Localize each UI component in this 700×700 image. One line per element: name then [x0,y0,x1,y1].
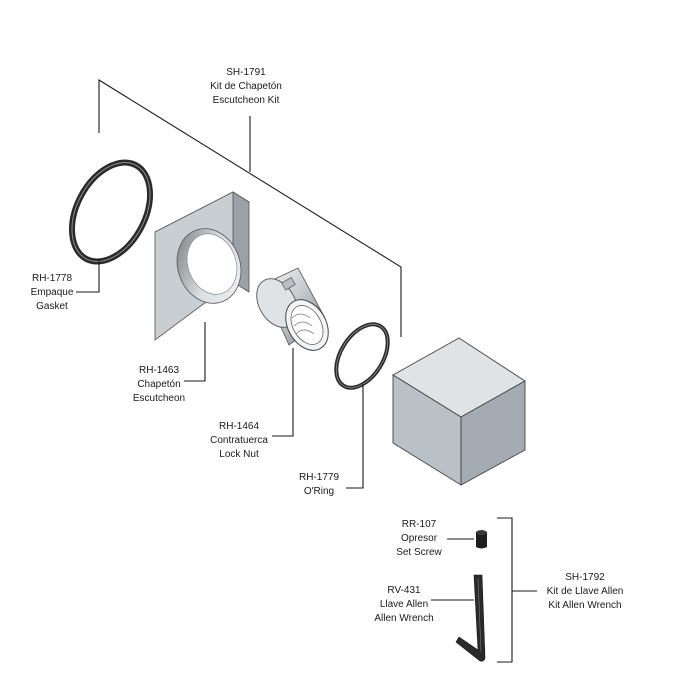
lock-nut-part [256,267,329,351]
label-line: Allen Wrench [374,613,433,624]
label-line: Escutcheon Kit [213,95,280,106]
escutcheon-kit-bracket [98,79,402,337]
label-rh-1778: RH-1778 Empaque Gasket [31,273,74,312]
label-line: Empaque [31,287,74,298]
label-sh-1792: SH-1792 Kit de Llave Allen Kit Allen Wre… [547,572,624,611]
label-line: RH-1463 [139,365,179,376]
o-ring-part [334,322,390,390]
gasket-leader [76,259,100,293]
label-line: Opresor [401,533,438,544]
o-ring-leader [346,384,364,489]
gasket-part [69,159,153,265]
allen-wrench-part [455,574,486,662]
label-line: RR-107 [402,519,437,530]
label-rr-107: RR-107 Opresor Set Screw [396,519,442,558]
label-rv-431: RV-431 Llave Allen Allen Wrench [374,585,433,624]
escutcheon-plate-part [154,191,250,341]
label-line: SH-1792 [565,572,605,583]
set-screw-part [475,530,488,549]
label-line: RH-1779 [299,472,339,483]
label-sh-1791: SH-1791 Kit de Chapetón Escutcheon Kit [210,67,282,106]
valve-housing-box [392,337,526,486]
label-line: Chapetón [137,379,180,390]
label-line: Escutcheon [133,393,185,404]
label-line: Gasket [36,301,68,312]
label-line: RV-431 [387,585,421,596]
escutcheon-leader [184,322,206,382]
label-line: Llave Allen [380,599,428,610]
label-rh-1779: RH-1779 O'Ring [299,472,339,497]
label-line: Lock Nut [219,449,259,460]
label-line: RH-1778 [32,273,72,284]
label-line: RH-1464 [219,421,259,432]
label-line: Contratuerca [210,435,268,446]
allen-kit-bracket [497,517,537,663]
label-rh-1463: RH-1463 Chapetón Escutcheon [133,365,185,404]
label-line: O'Ring [304,486,334,497]
label-line: Kit de Llave Allen [547,586,624,597]
lock-nut-leader [272,348,294,437]
label-line: Kit Allen Wrench [548,600,621,611]
label-line: Set Screw [396,547,442,558]
label-line: SH-1791 [226,67,266,78]
label-line: Kit de Chapetón [210,81,282,92]
label-rh-1464: RH-1464 Contratuerca Lock Nut [210,421,268,460]
